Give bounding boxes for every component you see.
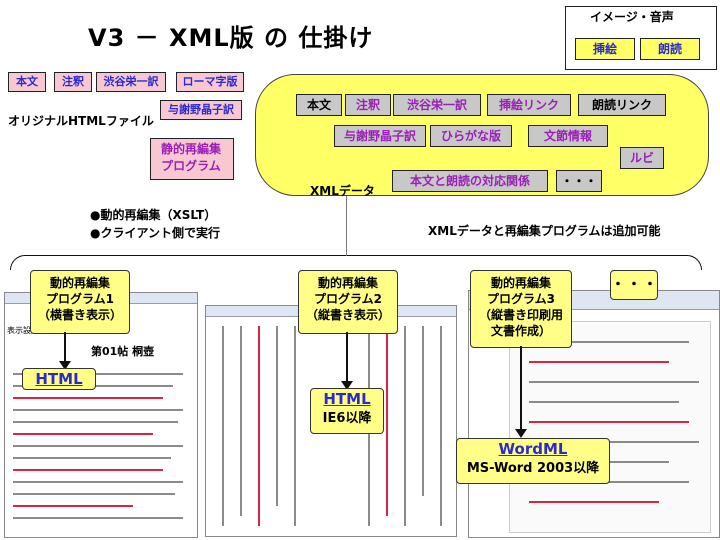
dynamic-program-2: 動的再編集 プログラム2 （縦書き表示） [298,270,398,334]
static-program-label: 静的再編集 プログラム [160,142,221,173]
dynamic-note: XMLデータと再編集プログラムは追加可能 [428,224,661,238]
xml-tag-yosano: 与謝野晶子訳 [334,125,426,147]
more-programs: ・・・ [610,270,658,300]
output-html-1: HTML [22,368,96,390]
reading-button[interactable]: 朗読 [640,38,700,60]
tag-yosano: 与謝野晶子訳 [160,100,242,120]
xml-tag-ruby: ルビ [620,147,664,169]
xml-tag-illust-link: 挿絵リンク [487,94,571,116]
xml-tag-reading-link: 朗読リンク [578,94,666,116]
dynamic-program-3: 動的再編集 プログラム3 （縦書き印刷用 文書作成） [470,270,572,348]
tag-honbun: 本文 [8,72,46,92]
xml-tag-chushaku: 注釈 [345,94,391,116]
illustration-button[interactable]: 挿絵 [575,38,635,60]
output-wordml-label: WordML [498,440,568,458]
tag-shibuya: 渋谷栄一訳 [96,72,166,92]
arrow-program-1 [59,332,71,370]
arrow-program-2 [341,332,353,390]
xml-tag-shibuya: 渋谷栄一訳 [393,94,481,116]
output-html-2-sub: IE6以降 [322,411,372,426]
image-voice-label: イメージ・音声 [590,10,674,24]
original-html-label: オリジナルHTMLファイル [8,114,154,128]
output-wordml-sub: MS-Word 2003以降 [466,461,600,476]
dynamic-bullet-1: ●動的再編集（XSLT） [90,208,217,222]
output-wordml: WordML MS-Word 2003以降 [456,438,610,484]
static-program-box [150,138,234,180]
connector-line [346,196,347,230]
output-html-2-label: HTML [323,390,371,408]
page-title: V3 － XML版 の 仕掛け [88,24,374,52]
arrow-program-3 [515,346,527,438]
dynamic-program-1: 動的再編集 プログラム1 （横書き表示） [30,270,130,334]
chapter-heading: 第01帖 桐壺 [91,345,155,358]
xml-tag-mapping: 本文と朗読の対応関係 [392,170,548,192]
xml-data-label: XMLデータ [310,184,375,198]
xml-tag-hiragana: ひらがな版 [430,125,512,147]
distribution-bracket [10,255,702,270]
tag-chushaku: 注釈 [54,72,92,92]
output-html-2: HTML IE6以降 [310,388,384,434]
xml-tag-more: ・・・ [556,170,602,192]
dynamic-bullet-2: ●クライアント側で実行 [90,226,220,240]
xml-tag-honbun: 本文 [296,94,342,116]
tag-romaji: ローマ字版 [176,72,244,92]
xml-tag-bunsetsu: 文節情報 [528,125,608,147]
menu-label: 表示設定 [7,326,39,335]
connector-line-2 [346,230,347,256]
